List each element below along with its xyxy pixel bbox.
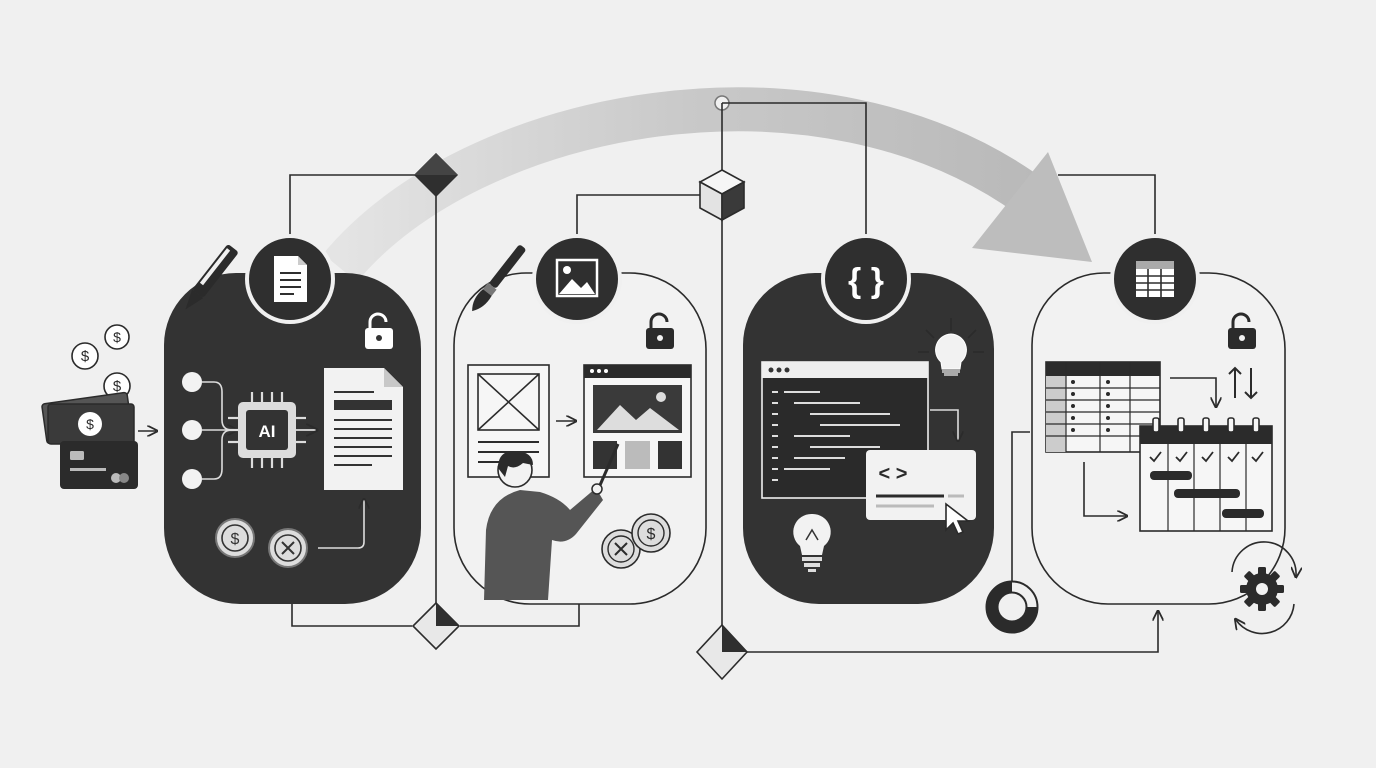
designer-person-icon (484, 443, 620, 600)
diamond-node-bottom-center (695, 623, 749, 681)
donut-node-icon (985, 580, 1039, 634)
image-icon (532, 234, 622, 324)
output-document-icon (324, 368, 403, 490)
svg-text:$: $ (86, 416, 94, 432)
cancel-coin-icon (601, 529, 641, 569)
code-preview-window: < > (866, 450, 976, 520)
cube-node (698, 169, 746, 222)
stage-panel-design: $ (453, 234, 707, 605)
svg-text:$: $ (231, 531, 240, 548)
lightbulb-icon (918, 318, 984, 376)
spreadsheet-icon (1110, 234, 1200, 324)
gantt-calendar-icon (1139, 417, 1273, 532)
money-stack-icon: $ (41, 391, 135, 445)
code-braces-label: { } (848, 262, 884, 300)
stage-panel-ai-drafting: AI $ (164, 234, 421, 604)
ai-chip-icon: AI (228, 392, 306, 468)
coin-icon: $ (631, 513, 671, 553)
document-icon (245, 234, 335, 324)
code-editor-window (761, 361, 929, 499)
diamond-node-bottom-left (411, 601, 461, 651)
gear-cycle-icon (1231, 541, 1296, 635)
sort-arrows-icon (1228, 366, 1258, 400)
unlocked-padlock-icon (646, 312, 674, 349)
coin-icon: $ (71, 342, 99, 370)
mouse-cursor-icon (945, 502, 971, 536)
stage-panel-development: { } (743, 234, 994, 604)
return-arrow (318, 500, 364, 549)
code-braces-icon: { } (821, 234, 911, 324)
svg-text:$: $ (81, 348, 90, 365)
data-table-icon (1045, 361, 1161, 453)
stage-panel-planning (1031, 234, 1296, 635)
ai-chip-label: AI (259, 422, 276, 441)
svg-text:$: $ (113, 378, 122, 395)
unlocked-padlock-icon (1228, 312, 1256, 349)
diamond-node-top (414, 153, 458, 197)
table-to-calendar-arrow (1170, 377, 1216, 406)
coin-icon: $ (215, 518, 255, 558)
code-tag-label: < > (879, 463, 908, 485)
pen-icon (185, 244, 238, 310)
coin-icon: $ (104, 324, 130, 350)
unlocked-padlock-icon (365, 312, 393, 349)
svg-text:$: $ (113, 329, 121, 345)
paintbrush-icon (472, 245, 526, 312)
code-to-preview-arrow (930, 409, 958, 440)
lightbulb-icon (793, 513, 831, 572)
table-down-arrow (1083, 462, 1126, 516)
svg-text:$: $ (647, 526, 656, 543)
credit-card-icon (60, 441, 138, 489)
payment-inputs: $ $ $ $ (41, 324, 156, 489)
cancel-coin-icon (268, 528, 308, 568)
design-mockup-icon (583, 364, 692, 478)
